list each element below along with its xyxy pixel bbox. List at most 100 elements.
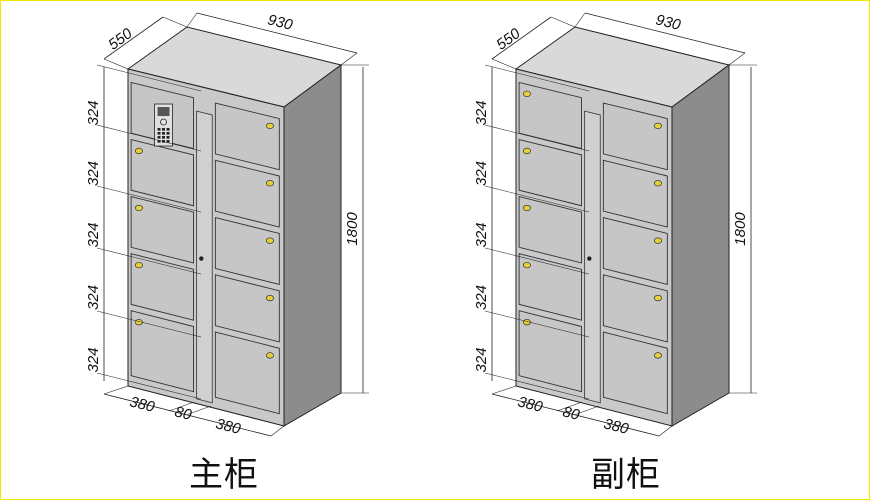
sub_cabinet-dim-depth-line	[491, 16, 552, 60]
sub_cabinet-right-lock-3	[654, 237, 662, 244]
sub_cabinet-dim-row-label-3: 324	[473, 222, 490, 247]
sub_cabinet-dim-bottom-ext4	[658, 425, 673, 437]
sub_cabinet-dim-width-label: 930	[654, 11, 683, 34]
main_cabinet-dim-row-tick-5	[96, 372, 202, 400]
main_cabinet-keypad-key	[157, 136, 161, 139]
sub_cabinet-latch-dot	[587, 256, 592, 261]
main_cabinet-dim-row-label-1: 324	[85, 100, 102, 125]
sub_cabinet-right-door-2	[602, 159, 668, 228]
main_cabinet-keypad-key	[162, 140, 166, 143]
main_cabinet-keypad-key	[166, 136, 170, 139]
sub_cabinet-side-face	[671, 64, 730, 427]
main_cabinet-left-lock-2	[134, 147, 143, 155]
sub_cabinet-left-lock-2	[522, 147, 531, 155]
sub_cabinet-dim-width-line	[584, 12, 746, 54]
main_cabinet-dim-row-tick-0	[96, 64, 202, 92]
sub_cabinet-dim-bottom-line	[491, 393, 660, 437]
main_cabinet-right-lock-5	[266, 352, 274, 359]
main_cabinet-right-lock-4	[266, 294, 274, 302]
main_cabinet-right-door-4	[214, 274, 280, 343]
sub_cabinet-dim-row-tick-3	[484, 247, 590, 275]
main_cabinet-dim-row-tick-3	[96, 247, 202, 275]
sub_cabinet-dim-width-ext1	[574, 12, 586, 28]
sub_cabinet-right-lock-5	[654, 352, 662, 359]
main_cabinet-dim-bottom-ext4	[270, 425, 285, 437]
sub_cabinet-left-lock-1	[522, 90, 531, 98]
main_cabinet-keypad-scanner	[160, 118, 167, 126]
sub_cabinet-dim-row-label-5: 324	[473, 347, 490, 372]
sub_cabinet-dim-depth-label: 550	[493, 25, 524, 54]
sub_cabinet-dim-row-label-1: 324	[473, 100, 490, 125]
sub_cabinet-right-lock-4	[654, 294, 662, 302]
main_cabinet-dim-gap-label: 80	[173, 403, 194, 424]
main_cabinet-dim-width-ext1	[186, 12, 198, 28]
sub_cabinet-dim-row-tick-0	[484, 64, 590, 92]
main_cabinet-right-lock-2	[266, 180, 274, 187]
main_cabinet-right-lock-3	[266, 237, 274, 244]
sub_cabinet-dim-row-tick-1	[484, 124, 590, 152]
main_cabinet-dim-height-label: 1800	[344, 212, 361, 246]
sub_cabinet-dim-depth-ext2	[550, 16, 576, 28]
main_cabinet-keypad-key	[157, 128, 161, 131]
main_cabinet-dim-row-label-3: 324	[85, 222, 102, 247]
main_cabinet-right-lock-1	[266, 122, 274, 130]
main_cabinet-left-door-3	[130, 196, 194, 264]
sub_cabinet-right-door-1	[602, 102, 668, 171]
main_cabinet-center-divider	[196, 110, 213, 404]
sub_cabinet-dim-right-width-label: 380	[602, 415, 631, 438]
sub_cabinet-right-lock-1	[654, 122, 662, 130]
sub_cabinet-right-lock-2	[654, 180, 662, 187]
main_cabinet-left-door-2	[130, 138, 194, 207]
main_cabinet-keypad-key	[157, 132, 161, 135]
main_cabinet-dim-depth-ext2	[162, 16, 188, 28]
main_cabinet-keypad-key	[166, 140, 170, 143]
main_cabinet-keypad-key	[166, 132, 170, 135]
sub_cabinet-dim-depth-ext1	[491, 58, 517, 70]
main_cabinet-dim-row-tick-1	[96, 124, 202, 152]
main_cabinet-dim-depth-line	[103, 16, 164, 60]
main_cabinet-dim-width-label: 930	[266, 11, 295, 34]
main_cabinet-dim-width-line	[196, 12, 358, 54]
main_cabinet-dim-row-tick-2	[96, 185, 202, 213]
main_cabinet-right-door-2	[214, 159, 280, 228]
sub_cabinet-right-door-3	[602, 216, 668, 286]
sub_cabinet-dim-height-label: 1800	[732, 212, 749, 246]
main_cabinet-dim-row-tick-4	[96, 310, 202, 338]
sub_cabinet-right-door-4	[602, 274, 668, 343]
main_cabinet-right-door-5	[214, 331, 280, 415]
sub_cabinet-dim-bottom-ext2	[556, 401, 583, 412]
sub_cabinet-center-divider	[584, 110, 601, 404]
sub_cabinet-dim-left-width-label: 380	[516, 393, 545, 416]
main_cabinet-dim-depth-label: 550	[105, 25, 136, 54]
main_cabinet-dim-width-ext2	[340, 52, 358, 66]
sub_cabinet-dim-row-tick-5	[484, 372, 590, 400]
main-cabinet-title: 主柜	[189, 455, 259, 495]
sub_cabinet-dim-row-label-4: 324	[473, 285, 490, 310]
main_cabinet-right-door-1	[214, 102, 280, 171]
main_cabinet-dim-bottom-ext1	[103, 385, 129, 395]
sub_cabinet-left-lock-3	[522, 204, 531, 212]
main_cabinet-dim-left-width-label: 380	[128, 393, 157, 416]
sub_cabinet-left-door-4	[518, 253, 582, 321]
sub_cabinet-dim-row-tick-4	[484, 310, 590, 338]
main_cabinet-dim-bottom-line	[103, 393, 272, 437]
sub_cabinet-left-door-1	[518, 81, 582, 150]
main_cabinet-dim-bottom-ext2	[168, 401, 195, 412]
sub-cabinet-title: 副柜	[591, 455, 661, 495]
sub_cabinet-dim-width-ext2	[728, 52, 746, 66]
main_cabinet-dim-bottom-ext3	[185, 405, 212, 416]
main_cabinet-dim-depth-ext1	[103, 58, 129, 70]
sub_cabinet-right-door-5	[602, 331, 668, 415]
main_cabinet-dim-row-label-2: 324	[85, 161, 102, 186]
main_cabinet-keypad-key	[162, 132, 166, 135]
sub_cabinet-dim-bottom-ext1	[491, 385, 517, 395]
main_cabinet-left-door-4	[130, 253, 194, 321]
sub_cabinet-dim-gap-label: 80	[561, 403, 582, 424]
sub_cabinet-dim-row-label-2: 324	[473, 161, 490, 186]
sub_cabinet-dim-row-tick-2	[484, 185, 590, 213]
main_cabinet-right-door-3	[214, 216, 280, 286]
main_cabinet-keypad-key	[162, 136, 166, 139]
main_cabinet-keypad-screen	[157, 107, 170, 117]
